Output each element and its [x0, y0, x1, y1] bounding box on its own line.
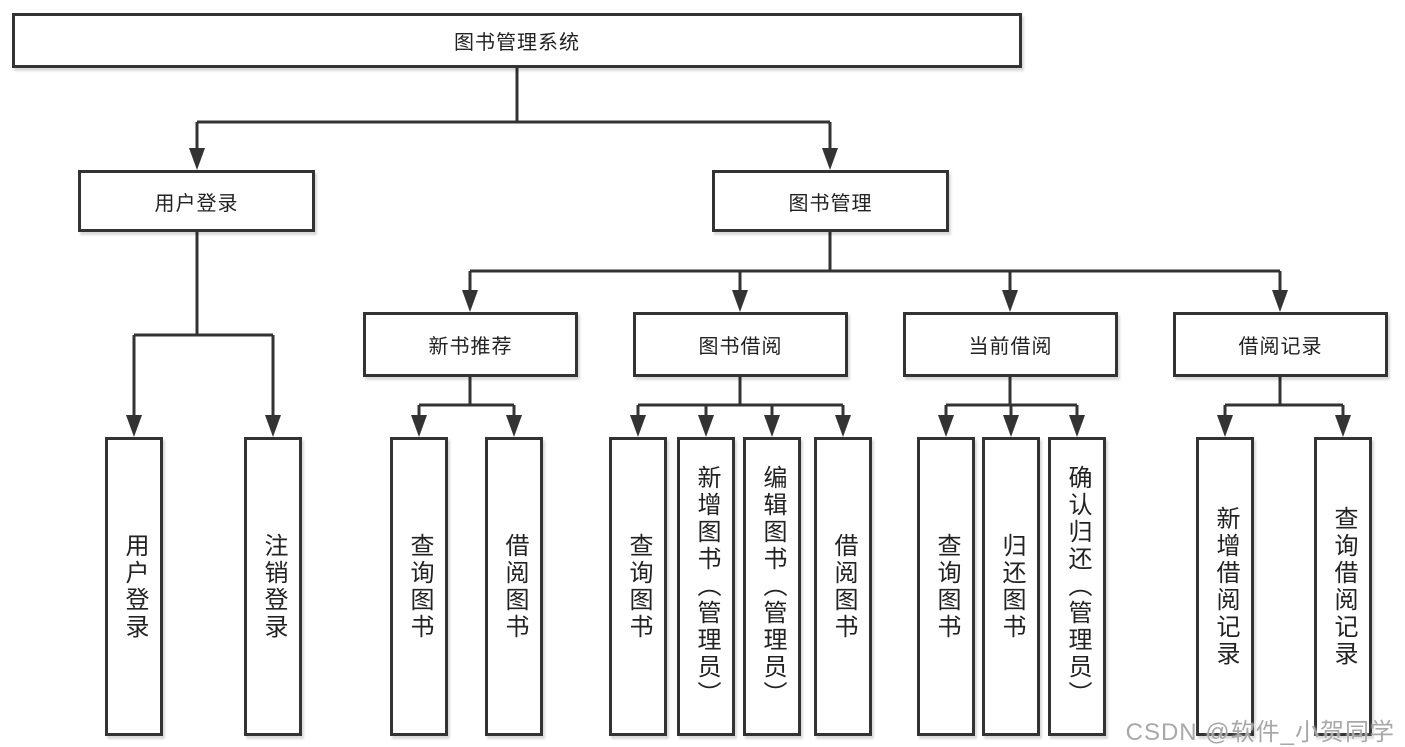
leaf-newbook-borrow: 借阅图书: [485, 437, 543, 736]
node-book-mgmt-label: 图书管理: [788, 192, 873, 215]
leaf-borrow-search-label: 查询图书: [625, 532, 652, 641]
node-borrow-records: 借阅记录: [1173, 312, 1388, 377]
arrow-down-icon: [764, 415, 780, 437]
arrow-down-icon: [1002, 290, 1018, 312]
leaf-user-login-label: 用户登录: [121, 532, 148, 641]
arrow-down-icon: [1217, 415, 1233, 437]
arrow-down-icon: [411, 415, 427, 437]
node-current-borrow: 当前借阅: [903, 312, 1118, 377]
leaf-logout: 注销登录: [244, 437, 302, 736]
leaf-borrow-search: 查询图书: [609, 437, 667, 736]
node-book-mgmt: 图书管理: [712, 170, 949, 232]
leaf-borrow-add-book: 新增图书（管理员）: [677, 437, 735, 736]
node-user-login: 用户登录: [78, 170, 315, 232]
leaf-logout-label: 注销登录: [260, 532, 287, 641]
leaf-user-login: 用户登录: [105, 437, 163, 736]
leaf-newbook-search-label: 查询图书: [406, 532, 433, 641]
node-book-borrow: 图书借阅: [633, 312, 848, 377]
leaf-borrow-add-book-label: 新增图书（管理员）: [693, 465, 720, 708]
arrow-down-icon: [732, 290, 748, 312]
connector-borrow-to-children: [630, 377, 851, 437]
leaf-newbook-search: 查询图书: [390, 437, 448, 736]
node-current-borrow-label: 当前借阅: [968, 336, 1053, 358]
arrow-down-icon: [265, 415, 281, 437]
arrow-down-icon: [835, 415, 851, 437]
arrow-down-icon: [1335, 415, 1351, 437]
leaf-borrow-edit-book-label: 编辑图书（管理员）: [759, 465, 786, 708]
leaf-borrow-edit-book: 编辑图书（管理员）: [743, 437, 801, 736]
arrow-down-icon: [822, 148, 838, 170]
arrow-down-icon: [506, 415, 522, 437]
arrow-down-icon: [1003, 415, 1019, 437]
leaf-records-search-label: 查询借阅记录: [1330, 505, 1357, 668]
arrow-down-icon: [462, 290, 478, 312]
node-new-book-rec: 新书推荐: [363, 312, 578, 377]
connector-root-to-level2: [189, 68, 838, 170]
arrow-down-icon: [1272, 290, 1288, 312]
connector-book-mgmt-to-level3: [462, 232, 1288, 312]
leaf-records-add-label: 新增借阅记录: [1212, 505, 1239, 668]
leaf-borrow-borrow-book-label: 借阅图书: [830, 532, 857, 641]
arrow-down-icon: [698, 415, 714, 437]
arrow-down-icon: [126, 415, 142, 437]
csdn-watermark: CSDN @软件_小贺同学: [1125, 719, 1395, 746]
node-user-login-label: 用户登录: [154, 192, 239, 215]
arrow-down-icon: [630, 415, 646, 437]
leaf-newbook-borrow-label: 借阅图书: [501, 532, 528, 641]
arrow-down-icon: [1069, 415, 1085, 437]
connector-records-to-children: [1217, 377, 1351, 437]
node-borrow-records-label: 借阅记录: [1238, 336, 1323, 358]
leaf-current-return-label: 归还图书: [998, 532, 1025, 641]
connector-new-book-to-children: [411, 377, 522, 437]
leaf-current-search-label: 查询图书: [933, 532, 960, 641]
leaf-current-confirm-return-label: 确认归还（管理员）: [1064, 465, 1091, 708]
node-book-borrow-label: 图书借阅: [698, 336, 783, 358]
leaf-current-return: 归还图书: [982, 437, 1040, 736]
leaf-records-add: 新增借阅记录: [1196, 437, 1254, 736]
arrow-down-icon: [938, 415, 954, 437]
node-new-book-rec-label: 新书推荐: [428, 336, 513, 358]
leaf-records-search: 查询借阅记录: [1314, 437, 1372, 736]
node-root-label: 图书管理系统: [454, 32, 580, 54]
connector-user-login-to-children: [126, 232, 281, 437]
node-root: 图书管理系统: [12, 13, 1022, 68]
arrow-down-icon: [189, 148, 205, 170]
connector-current-to-children: [938, 377, 1085, 437]
leaf-borrow-borrow-book: 借阅图书: [814, 437, 872, 736]
leaf-current-search: 查询图书: [917, 437, 975, 736]
leaf-current-confirm-return: 确认归还（管理员）: [1048, 437, 1106, 736]
